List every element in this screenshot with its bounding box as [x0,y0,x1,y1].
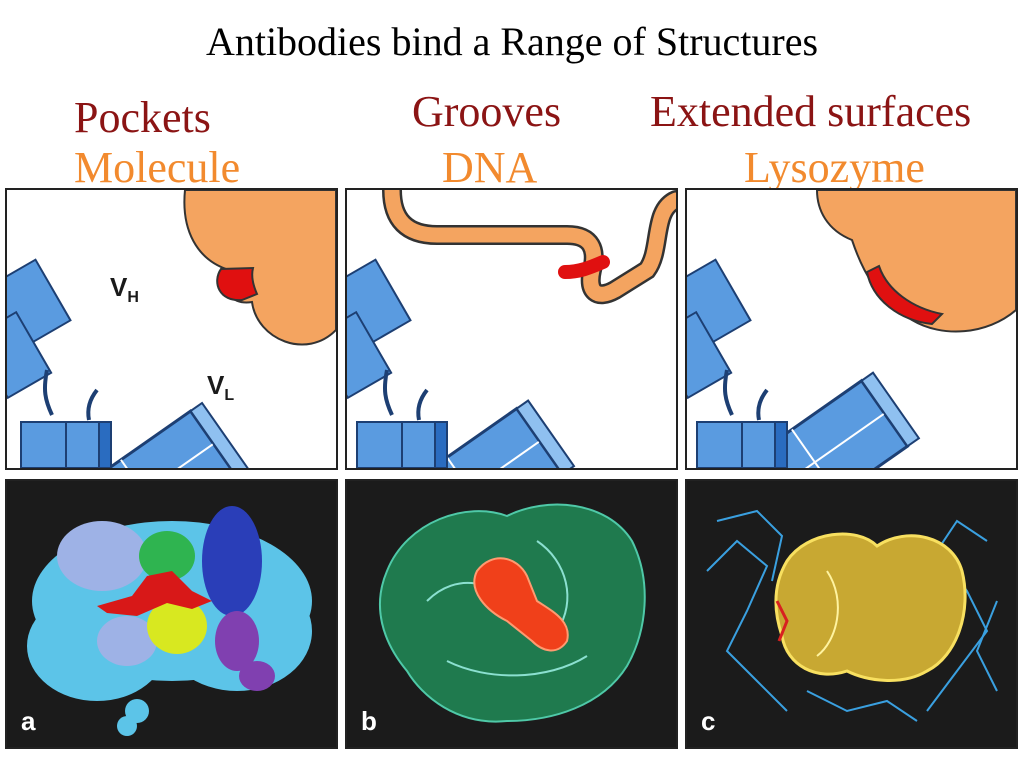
panel-label-c: c [701,706,716,736]
red-contact-residues [775,600,789,642]
green-atoms [139,531,195,581]
surface-contour-3 [446,655,588,677]
hinge-right [756,388,769,421]
hinge-right [86,388,99,421]
category-pockets: Pockets [74,93,211,142]
vl-label: VL [207,370,235,405]
diagram-panel-grooves [345,188,678,470]
slide-title: Antibodies bind a Range of Structures [205,19,819,64]
hinge-left [382,369,394,416]
fc-domains [356,421,448,468]
left-antibody-domains [687,258,752,400]
fab-domain [49,401,250,468]
yellow-atoms [147,598,207,654]
hinge-left [42,369,54,416]
blue-backbone-trace [706,509,998,722]
left-antibody-domains [347,258,412,400]
vh-label: VH [110,272,139,307]
extended-surface-image [706,509,998,722]
fc-domains [696,421,788,468]
example-molecule: Molecule [74,143,241,192]
panel-label-b: b [361,706,377,736]
space-filling-model-image [27,506,312,736]
example-lysozyme: Lysozyme [744,143,925,192]
fc-domains [20,421,112,468]
antibody-surface-diagram [687,190,1016,468]
dna-strand-fill [384,190,676,302]
category-grooves: Grooves [412,87,562,136]
structure-panel-b: b [345,479,678,749]
red-groove-ligand [473,557,569,652]
antigen-molecule [183,190,336,346]
diagram-panel-pockets: VH VL [5,188,338,470]
panel-label-a: a [21,706,36,736]
category-extended-surfaces: Extended surfaces [650,87,972,136]
fab-domain [720,371,921,468]
antibody-pocket-diagram [7,190,336,468]
example-dna: DNA [442,143,538,192]
dark-blue-atoms [202,506,262,616]
red-ligand [97,571,212,616]
contact-region [216,266,259,302]
purple-atoms [215,611,275,691]
yellow-dotted-surface [774,532,967,682]
structure-panel-c: c [685,479,1018,749]
lavender-atoms [57,521,157,666]
surface-groove-image [379,503,646,723]
contact-region [865,264,945,326]
hinge-left [722,369,734,416]
structure-panel-a: a [5,479,338,749]
antibody-groove-diagram [347,190,676,468]
surface-ridge [816,570,839,657]
left-antibody-domains [7,258,72,400]
contact-region [558,255,610,279]
diagram-panel-extended-surfaces [685,188,1018,470]
hinge-right [416,388,429,421]
